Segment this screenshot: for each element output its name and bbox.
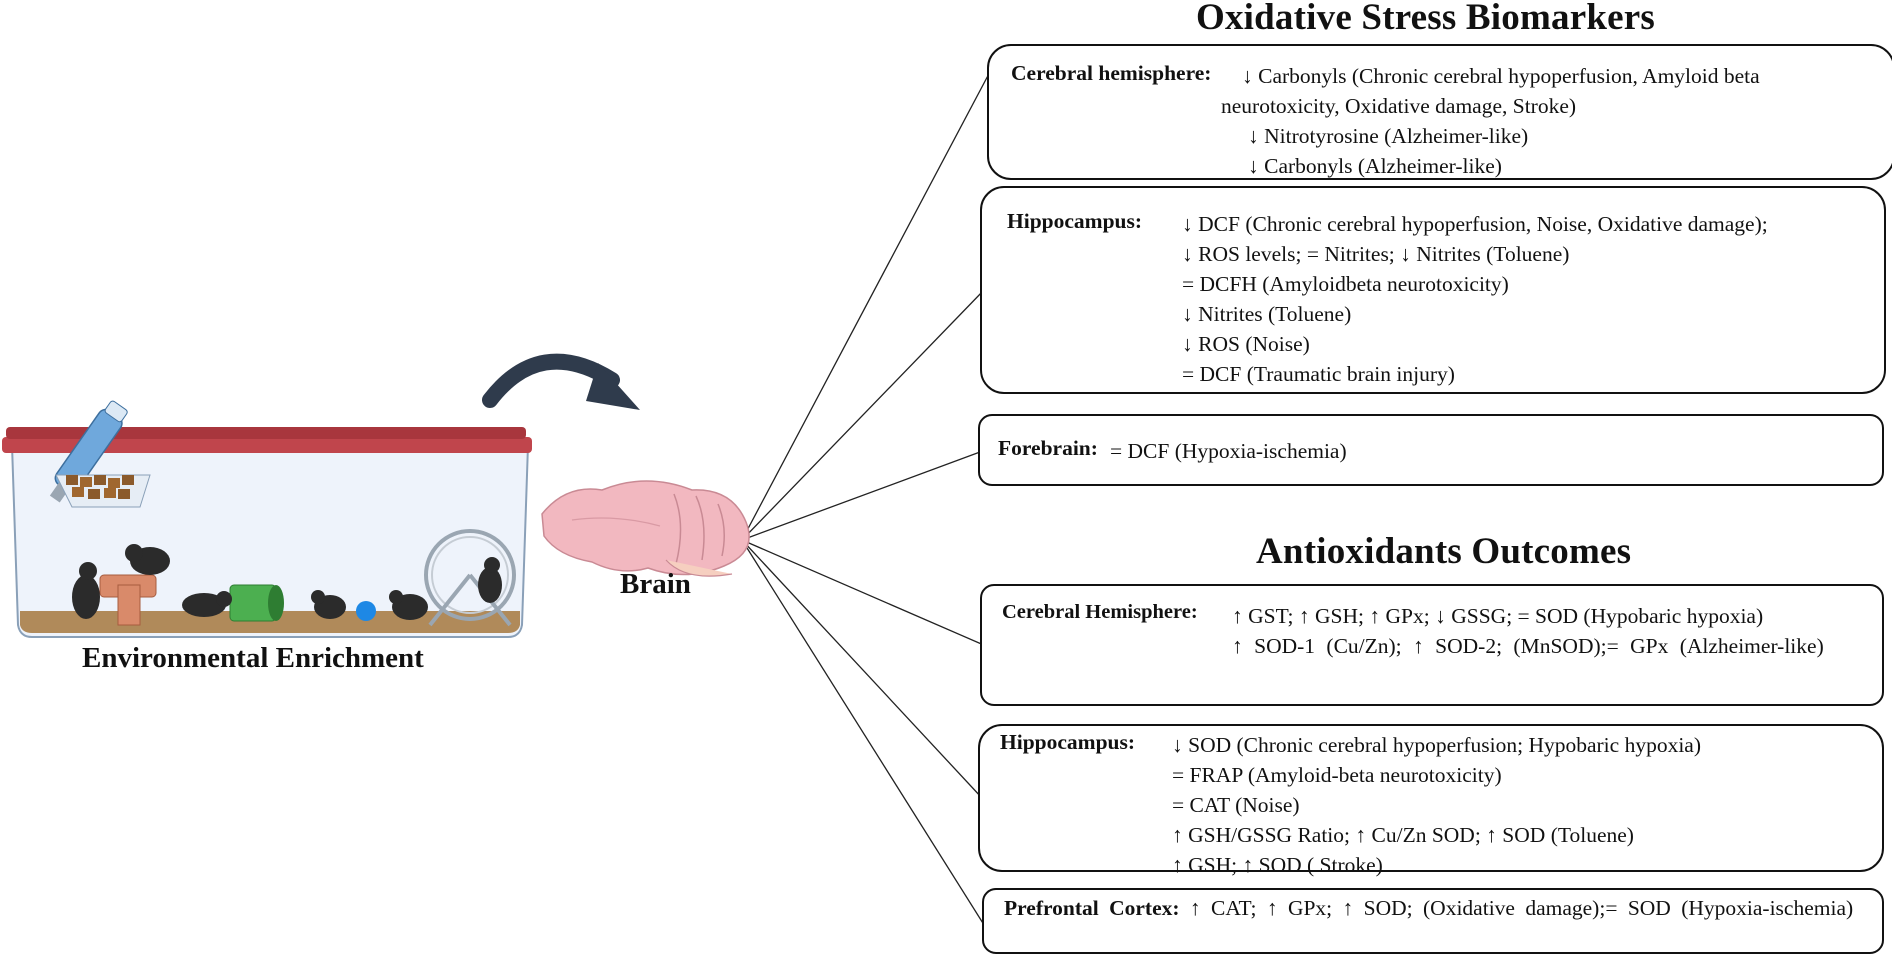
box-line: ↓ Carbonyls (Chronic cerebral hypoperfus… xyxy=(1242,64,1760,88)
box-label: Cerebral Hemisphere: xyxy=(1002,601,1198,623)
box-text: ↑ CAT; ↑ GPx; ↑ SOD; (Oxidative damage);… xyxy=(1189,896,1854,920)
biomarkers-hippocampus-box: Hippocampus: ↓ DCF (Chronic cerebral hyp… xyxy=(980,186,1886,394)
enrichment-label: Environmental Enrichment xyxy=(82,642,424,674)
box-line: ↑ GSH; ↑ SOD ( Stroke) xyxy=(1172,853,1383,877)
mouse-icon xyxy=(478,557,502,603)
box-line: = DCF (Hypoxia-ischemia) xyxy=(1110,439,1347,463)
box-lines: ↓ DCF (Chronic cerebral hypoperfusion, N… xyxy=(1182,209,1768,389)
connector-line xyxy=(741,539,987,647)
brain-label: Brain xyxy=(620,568,691,600)
biomarkers-title: Oxidative Stress Biomarkers xyxy=(1196,0,1655,38)
box-line: = FRAP (Amyloid-beta neurotoxicity) xyxy=(1172,763,1502,787)
box-lines: ↓ Nitrotyrosine (Alzheimer-like) ↓ Carbo… xyxy=(1248,121,1528,181)
box-line: ↑ GSH/GSSG Ratio; ↑ Cu/Zn SOD; ↑ SOD (To… xyxy=(1172,823,1634,847)
mouse-icon xyxy=(72,562,100,619)
brain-icon xyxy=(541,480,750,577)
connector-line xyxy=(741,451,981,541)
box-label: Hippocampus: xyxy=(1007,209,1143,233)
antioxidants-prefrontal-cortex-box: Prefrontal Cortex: ↑ CAT; ↑ GPx; ↑ SOD; … xyxy=(982,888,1884,954)
mouse-icon xyxy=(389,590,428,620)
box-line: neurotoxicity, Oxidative damage, Stroke) xyxy=(1221,94,1577,118)
box-label: Cerebral hemisphere: xyxy=(1011,61,1212,85)
box-label: Hippocampus: xyxy=(1000,730,1136,754)
box-lines: ↓ SOD (Chronic cerebral hypoperfusion; H… xyxy=(1172,730,1701,880)
curved-arrow-icon xyxy=(482,353,640,410)
box-lines: = DCF (Hypoxia-ischemia) xyxy=(1110,436,1347,466)
box-line: ↓ ROS (Noise) xyxy=(1182,332,1310,356)
antioxidants-title: Antioxidants Outcomes xyxy=(1256,531,1632,572)
box-label: Forebrain: xyxy=(998,436,1098,460)
connector-line xyxy=(741,289,985,541)
box-paragraph: Prefrontal Cortex: ↑ CAT; ↑ GPx; ↑ SOD; … xyxy=(1004,893,1864,923)
mouse-icon xyxy=(311,590,346,619)
box-paragraph: ↑ SOD-1 (Cu/Zn); ↑ SOD-2; (MnSOD);= GPx … xyxy=(1232,634,1824,658)
bedding xyxy=(20,611,520,633)
box-line: = CAT (Noise) xyxy=(1172,793,1300,817)
antioxidants-cerebral-hemisphere-box: Cerebral Hemisphere: ↑ GST; ↑ GSH; ↑ GPx… xyxy=(980,584,1884,706)
food-pellets-icon xyxy=(55,474,151,508)
mouse-icon xyxy=(182,591,232,617)
box-line: ↓ DCF (Chronic cerebral hypoperfusion, N… xyxy=(1182,212,1768,236)
cage-lid-rim xyxy=(6,427,526,439)
connector-line xyxy=(741,539,983,799)
mouse-icon xyxy=(125,544,170,575)
box-lines: neurotoxicity, Oxidative damage, Stroke) xyxy=(1221,91,1576,121)
connector-line xyxy=(741,539,987,929)
antioxidants-hippocampus-box: Hippocampus: ↓ SOD (Chronic cerebral hyp… xyxy=(978,724,1884,877)
connector-line xyxy=(741,67,993,541)
box-line: ↑ GST; ↑ GSH; ↑ GPx; ↓ GSSG; = SOD (Hypo… xyxy=(1232,604,1764,628)
cage-lid xyxy=(2,437,532,453)
box-lines: ↑ GST; ↑ GSH; ↑ GPx; ↓ GSSG; = SOD (Hypo… xyxy=(1232,601,1763,631)
box-label: Prefrontal Cortex: xyxy=(1004,896,1180,920)
box-line: = DCFH (Amyloidbeta neurotoxicity) xyxy=(1182,272,1509,296)
biomarkers-forebrain-box: Forebrain: = DCF (Hypoxia-ischemia) xyxy=(978,414,1884,486)
box-line: ↓ Nitrites (Toluene) xyxy=(1182,302,1352,326)
tunnel-icon xyxy=(229,584,284,622)
enrichment-cage-illustration xyxy=(2,400,532,638)
box-lines: ↓ Carbonyls (Chronic cerebral hypoperfus… xyxy=(1242,61,1760,91)
ball-icon xyxy=(356,601,376,621)
biomarkers-cerebral-hemisphere-box: Cerebral hemisphere: ↓ Carbonyls (Chroni… xyxy=(987,44,1892,180)
box-line: ↓ ROS levels; = Nitrites; ↓ Nitrites (To… xyxy=(1182,242,1570,266)
box-line: = DCF (Traumatic brain injury) xyxy=(1182,362,1455,386)
box-line: ↓ Nitrotyrosine (Alzheimer-like) xyxy=(1248,124,1529,148)
pipe-connector-icon xyxy=(99,574,157,626)
box-line: ↓ SOD (Chronic cerebral hypoperfusion; H… xyxy=(1172,733,1701,757)
box-line: ↓ Carbonyls (Alzheimer-like) xyxy=(1248,154,1502,178)
